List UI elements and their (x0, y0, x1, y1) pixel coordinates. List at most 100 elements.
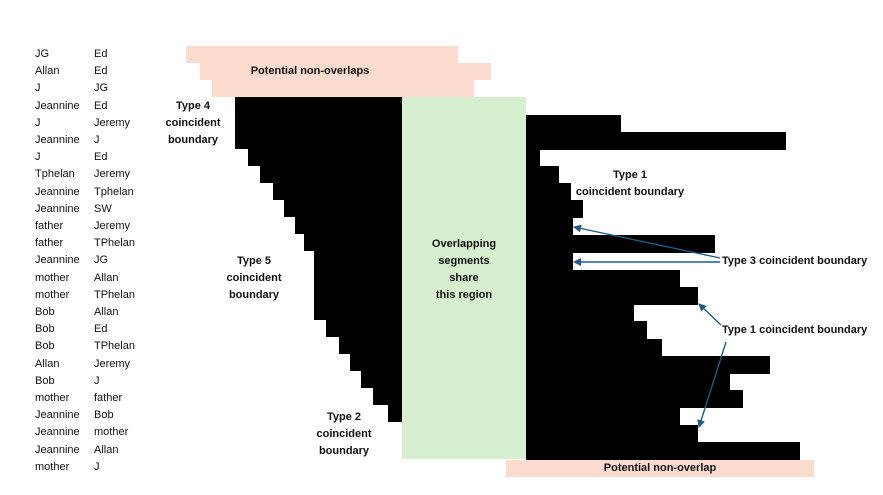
top-non-overlap-band-3 (212, 80, 474, 97)
pair-name-a: father (35, 220, 64, 232)
type2-label-line1: Type 2 (326, 411, 362, 423)
pair-name-b: Allan (94, 443, 119, 456)
pair-name-a: JG (35, 48, 50, 60)
overlap-label-line2: segments (438, 255, 490, 267)
pair-name-a: Jeannine (35, 443, 80, 456)
pair-name-b: father (94, 392, 123, 404)
type5-label-line3: boundary (228, 289, 280, 301)
type1-top-label: Type 1 coincident boundary (560, 167, 700, 201)
pair-name-a: Allan (35, 357, 60, 370)
pair-name-a: Bob (35, 323, 55, 336)
pair-name-a: Bob (35, 374, 55, 387)
left-bar (314, 302, 402, 320)
type4-label: Type 4 coincident boundary (153, 98, 233, 149)
right-bar (526, 339, 662, 357)
pair-name-b: Allan (94, 271, 119, 284)
pair-name-b: mother (94, 426, 129, 439)
overlap-label-line1: Overlapping (431, 238, 497, 250)
right-bar (526, 408, 680, 426)
pair-name-a: Jeannine (35, 99, 80, 112)
left-bar (260, 165, 402, 183)
pair-name-b: Jeremy (94, 116, 131, 129)
pair-name-b: Ed (94, 65, 108, 78)
left-bar (388, 404, 402, 423)
pair-name-a: Jeannine (35, 426, 80, 439)
pair-name-a: mother (35, 288, 70, 301)
right-bar (526, 166, 559, 184)
type1-bottom-label: Type 1 coincident boundary (722, 324, 868, 336)
left-bar (314, 250, 402, 269)
potential-non-overlaps-label: Potential non-overlaps (250, 65, 370, 77)
type5-label-line2: coincident (226, 272, 282, 284)
left-bar (361, 370, 402, 389)
right-bar (526, 132, 786, 150)
pair-name-b: Jeremy (94, 220, 131, 232)
bottom-non-overlap-band (506, 460, 814, 477)
pair-name-a: mother (35, 271, 70, 284)
right-bar (526, 425, 698, 443)
pair-name-a: Bob (35, 306, 55, 318)
right-bar (526, 390, 743, 408)
type2-label: Type 2 coincident boundary (304, 409, 384, 460)
type3-label: Type 3 coincident boundary (722, 255, 868, 267)
pair-name-b: JG (94, 254, 109, 267)
type2-label-line2: coincident (316, 428, 372, 440)
pair-name-b: Ed (94, 99, 108, 112)
pair-name-a: J (35, 151, 41, 164)
pair-name-b: Tphelan (94, 185, 134, 198)
type1-top-label-line1: Type 1 (612, 169, 648, 181)
pair-name-b: Jeremy (94, 168, 131, 181)
left-bar (295, 216, 402, 235)
overlap-label-line3: share (449, 272, 479, 284)
right-bar (526, 373, 730, 391)
type4-label-line2: coincident (165, 117, 221, 129)
right-bar (526, 321, 647, 339)
pair-name-b: Ed (94, 48, 108, 60)
pair-name-b: J (94, 134, 100, 146)
left-bar (314, 268, 402, 286)
pair-name-b: J (94, 460, 100, 473)
left-bar (339, 336, 402, 354)
pair-name-a: Jeannine (35, 254, 80, 267)
pair-name-a: Tphelan (35, 168, 75, 181)
pair-name-a: J (35, 82, 41, 95)
pair-name-a: Jeannine (35, 185, 80, 198)
left-bar (235, 97, 402, 115)
pair-name-a: Bob (35, 340, 55, 353)
pair-name-b: Ed (94, 151, 108, 164)
right-bar (526, 183, 571, 201)
type1-arrow-lower (697, 341, 727, 428)
right-bar (526, 218, 573, 236)
pair-name-b: SW (94, 202, 112, 215)
type4-label-line1: Type 4 (175, 100, 211, 112)
right-bar (526, 149, 540, 167)
left-bar (235, 131, 402, 149)
pair-name-b: Ed (94, 323, 108, 336)
left-bar (304, 233, 402, 252)
right-bar (526, 252, 573, 270)
pair-name-a: mother (35, 392, 70, 404)
pair-name-b: Allan (94, 306, 119, 318)
pair-name-b: Bob (94, 409, 114, 422)
potential-non-overlap-label: Potential non-overlap (603, 462, 717, 474)
right-bar (526, 442, 800, 460)
right-bar (526, 356, 770, 374)
right-bar (526, 200, 583, 218)
overlap-label: Overlapping segments share this region (412, 236, 516, 304)
top-non-overlap-band-1 (186, 46, 458, 63)
pair-name-a: Allan (35, 65, 60, 78)
pair-name-a: mother (35, 460, 70, 473)
pair-name-b: TPhelan (94, 340, 135, 353)
type1-top-label-line2: coincident boundary (575, 186, 685, 198)
right-bar (526, 235, 715, 253)
pair-name-b: J (94, 374, 100, 387)
left-bar (373, 387, 402, 406)
overlap-label-line4: this region (435, 289, 493, 301)
pair-name-b: Jeremy (94, 357, 131, 370)
right-bar (526, 304, 634, 322)
type5-label-line1: Type 5 (236, 255, 272, 267)
left-bar (350, 353, 402, 372)
pair-name-a: Jeannine (35, 202, 80, 215)
left-bar (314, 285, 402, 303)
